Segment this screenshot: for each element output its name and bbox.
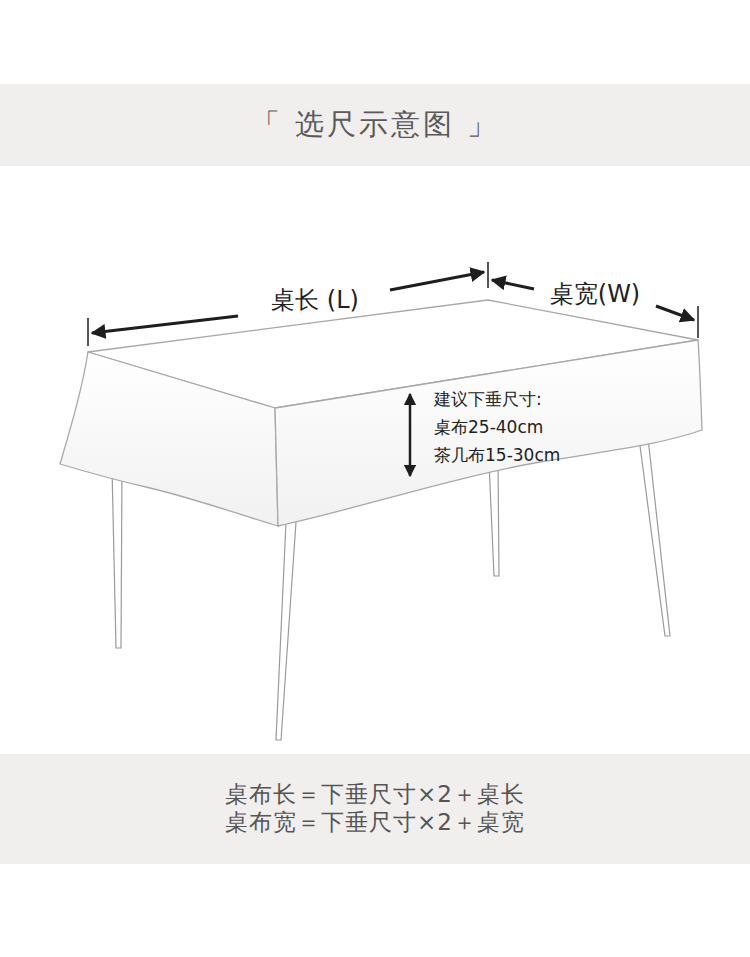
drop-value: 桌布25-40cm xyxy=(434,417,543,437)
title-band xyxy=(0,84,750,166)
formula-band xyxy=(0,754,750,864)
tablecloth xyxy=(60,300,702,526)
formula-text: 桌布宽＝下垂尺寸×2＋桌宽 xyxy=(225,809,525,837)
diagram-title: 「 选尺示意图 」 xyxy=(251,107,499,142)
drop-value: 茶几布15-30cm xyxy=(434,445,560,465)
width-label: 桌宽(W) xyxy=(550,280,640,309)
dimension-arrows xyxy=(88,262,698,476)
length-label: 桌长 (L) xyxy=(271,286,359,315)
drop-note: 建议下垂尺寸: xyxy=(434,389,542,409)
formula-text: 桌布长＝下垂尺寸×2＋桌长 xyxy=(225,781,525,809)
